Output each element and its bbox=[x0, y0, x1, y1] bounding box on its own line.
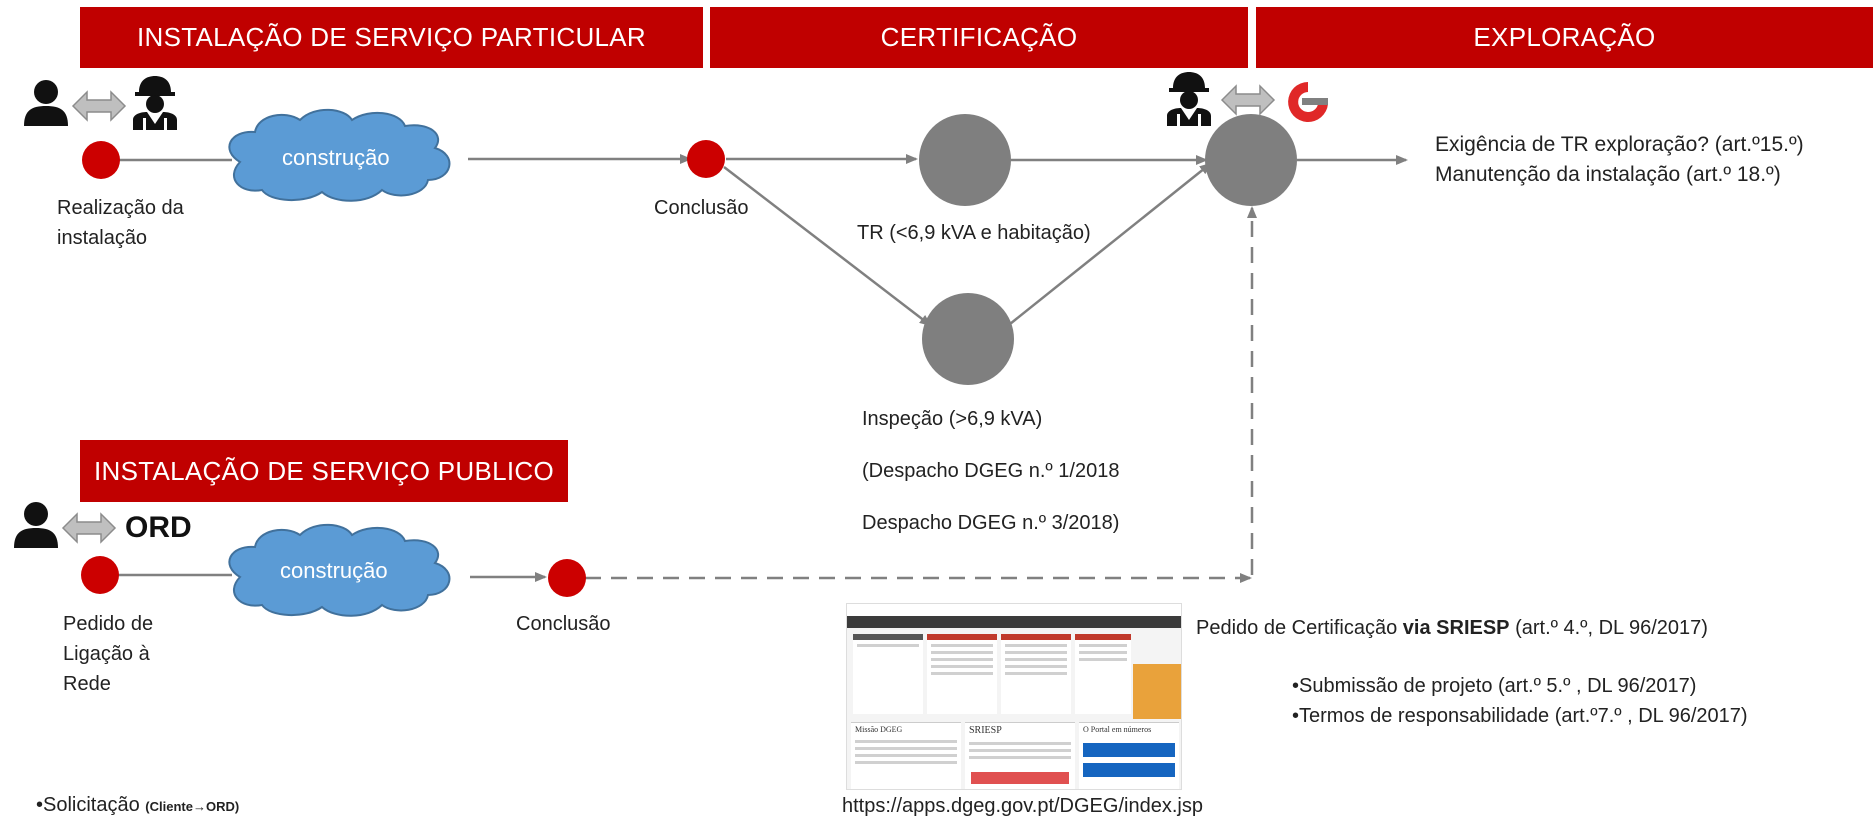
banner-servico-publico: INSTALAÇÃO DE SERVIÇO PUBLICO bbox=[80, 440, 568, 502]
ord-label: ORD bbox=[125, 511, 192, 544]
banner-certificacao: CERTIFICAÇÃO bbox=[710, 7, 1248, 68]
cloud-construcao-bottom bbox=[228, 523, 451, 617]
node-tr bbox=[919, 114, 1011, 206]
node-conclusao-bottom bbox=[548, 559, 586, 597]
worker-icon bbox=[1167, 72, 1211, 126]
label-pedido-ligacao: Pedido de Ligação à Rede bbox=[63, 609, 153, 699]
banner-servico-particular: INSTALAÇÃO DE SERVIÇO PARTICULAR bbox=[80, 7, 703, 68]
solicitacao-bullet: •Solicitação (Cliente→ORD) bbox=[36, 790, 239, 822]
label-pedido-certificacao: Pedido de Certificação via SRIESP (art.º… bbox=[1196, 613, 1708, 643]
label-pedido-line-3: Rede bbox=[63, 673, 111, 695]
thumb-portal-title: O Portal em números bbox=[1083, 725, 1152, 734]
banner-exploracao: EXPLORAÇÃO bbox=[1256, 7, 1873, 68]
sriesp-screenshot: Missão DGEG SRIESP O Portal em números bbox=[846, 603, 1182, 790]
solicitacao-detail: (Cliente→ORD) bbox=[145, 799, 240, 814]
pedido-certificacao-suffix: (art.º 4.º, DL 96/2017) bbox=[1509, 617, 1708, 639]
label-exploracao-note-1: Exigência de TR exploração? (art.º15.º) bbox=[1435, 133, 1804, 156]
solicitacao-main: •Solicitação bbox=[36, 794, 146, 816]
double-arrow-icon bbox=[61, 512, 117, 544]
label-realizacao-line-2: instalação bbox=[57, 227, 148, 249]
bullet-termos: •Termos de responsabilidade (art.º7.º , … bbox=[1292, 705, 1748, 727]
node-pedido bbox=[81, 556, 119, 594]
cloud-label-bottom: construção bbox=[280, 558, 388, 583]
connector-conclusao-inspecao bbox=[723, 166, 932, 327]
label-tr: TR (<6,9 kVA e habitação) bbox=[857, 222, 1091, 244]
label-pedido-line-2: Ligação à bbox=[63, 643, 150, 665]
connector-inspecao-exploracao bbox=[1009, 162, 1212, 325]
pedido-certificacao-bold: via SRIESP bbox=[1402, 617, 1510, 639]
label-realizacao: Realização da instalação bbox=[57, 193, 184, 253]
label-exploracao-note-2: Manutenção da instalação (art.º 18.º) bbox=[1435, 163, 1781, 186]
label-inspecao-line-1: Inspeção (>6,9 kVA) bbox=[862, 408, 1043, 430]
worker-icon bbox=[133, 76, 177, 130]
cloud-construcao-top bbox=[228, 108, 451, 202]
node-exploracao bbox=[1205, 114, 1297, 206]
label-inspecao-line-2: (Despacho DGEG n.º 1/2018 bbox=[862, 460, 1120, 482]
thumb-missao-title: Missão DGEG bbox=[855, 725, 903, 734]
thumb-sriesp-title: SRIESP bbox=[969, 725, 1002, 736]
sriesp-bullets: •Submissão de projeto (art.º 5.º , DL 96… bbox=[1292, 671, 1748, 731]
label-inspecao-line-3: Despacho DGEG n.º 3/2018) bbox=[862, 512, 1120, 534]
bullet-submissao: •Submissão de projeto (art.º 5.º , DL 96… bbox=[1292, 675, 1697, 697]
cloud-label-top: construção bbox=[282, 145, 390, 170]
label-inspecao: Inspeção (>6,9 kVA) (Despacho DGEG n.º 1… bbox=[862, 393, 1119, 549]
node-realizacao bbox=[82, 141, 120, 179]
label-exploracao-notes: Exigência de TR exploração? (art.º15.º) … bbox=[1435, 130, 1804, 190]
sriesp-url[interactable]: https://apps.dgeg.gov.pt/DGEG/index.jsp bbox=[842, 795, 1203, 817]
pedido-certificacao-prefix: Pedido de Certificação bbox=[1196, 617, 1403, 639]
dgeg-logo-icon bbox=[1288, 82, 1328, 122]
node-conclusao-top bbox=[687, 140, 725, 178]
person-icon bbox=[14, 502, 58, 548]
person-icon bbox=[24, 80, 68, 126]
label-realizacao-line-1: Realização da bbox=[57, 197, 184, 219]
label-pedido-line-1: Pedido de bbox=[63, 613, 154, 635]
label-conclusao-bottom: Conclusão bbox=[516, 613, 611, 635]
label-conclusao-top: Conclusão bbox=[654, 197, 749, 219]
node-inspecao bbox=[922, 293, 1014, 385]
double-arrow-icon bbox=[1220, 84, 1276, 116]
double-arrow-icon bbox=[71, 90, 127, 122]
